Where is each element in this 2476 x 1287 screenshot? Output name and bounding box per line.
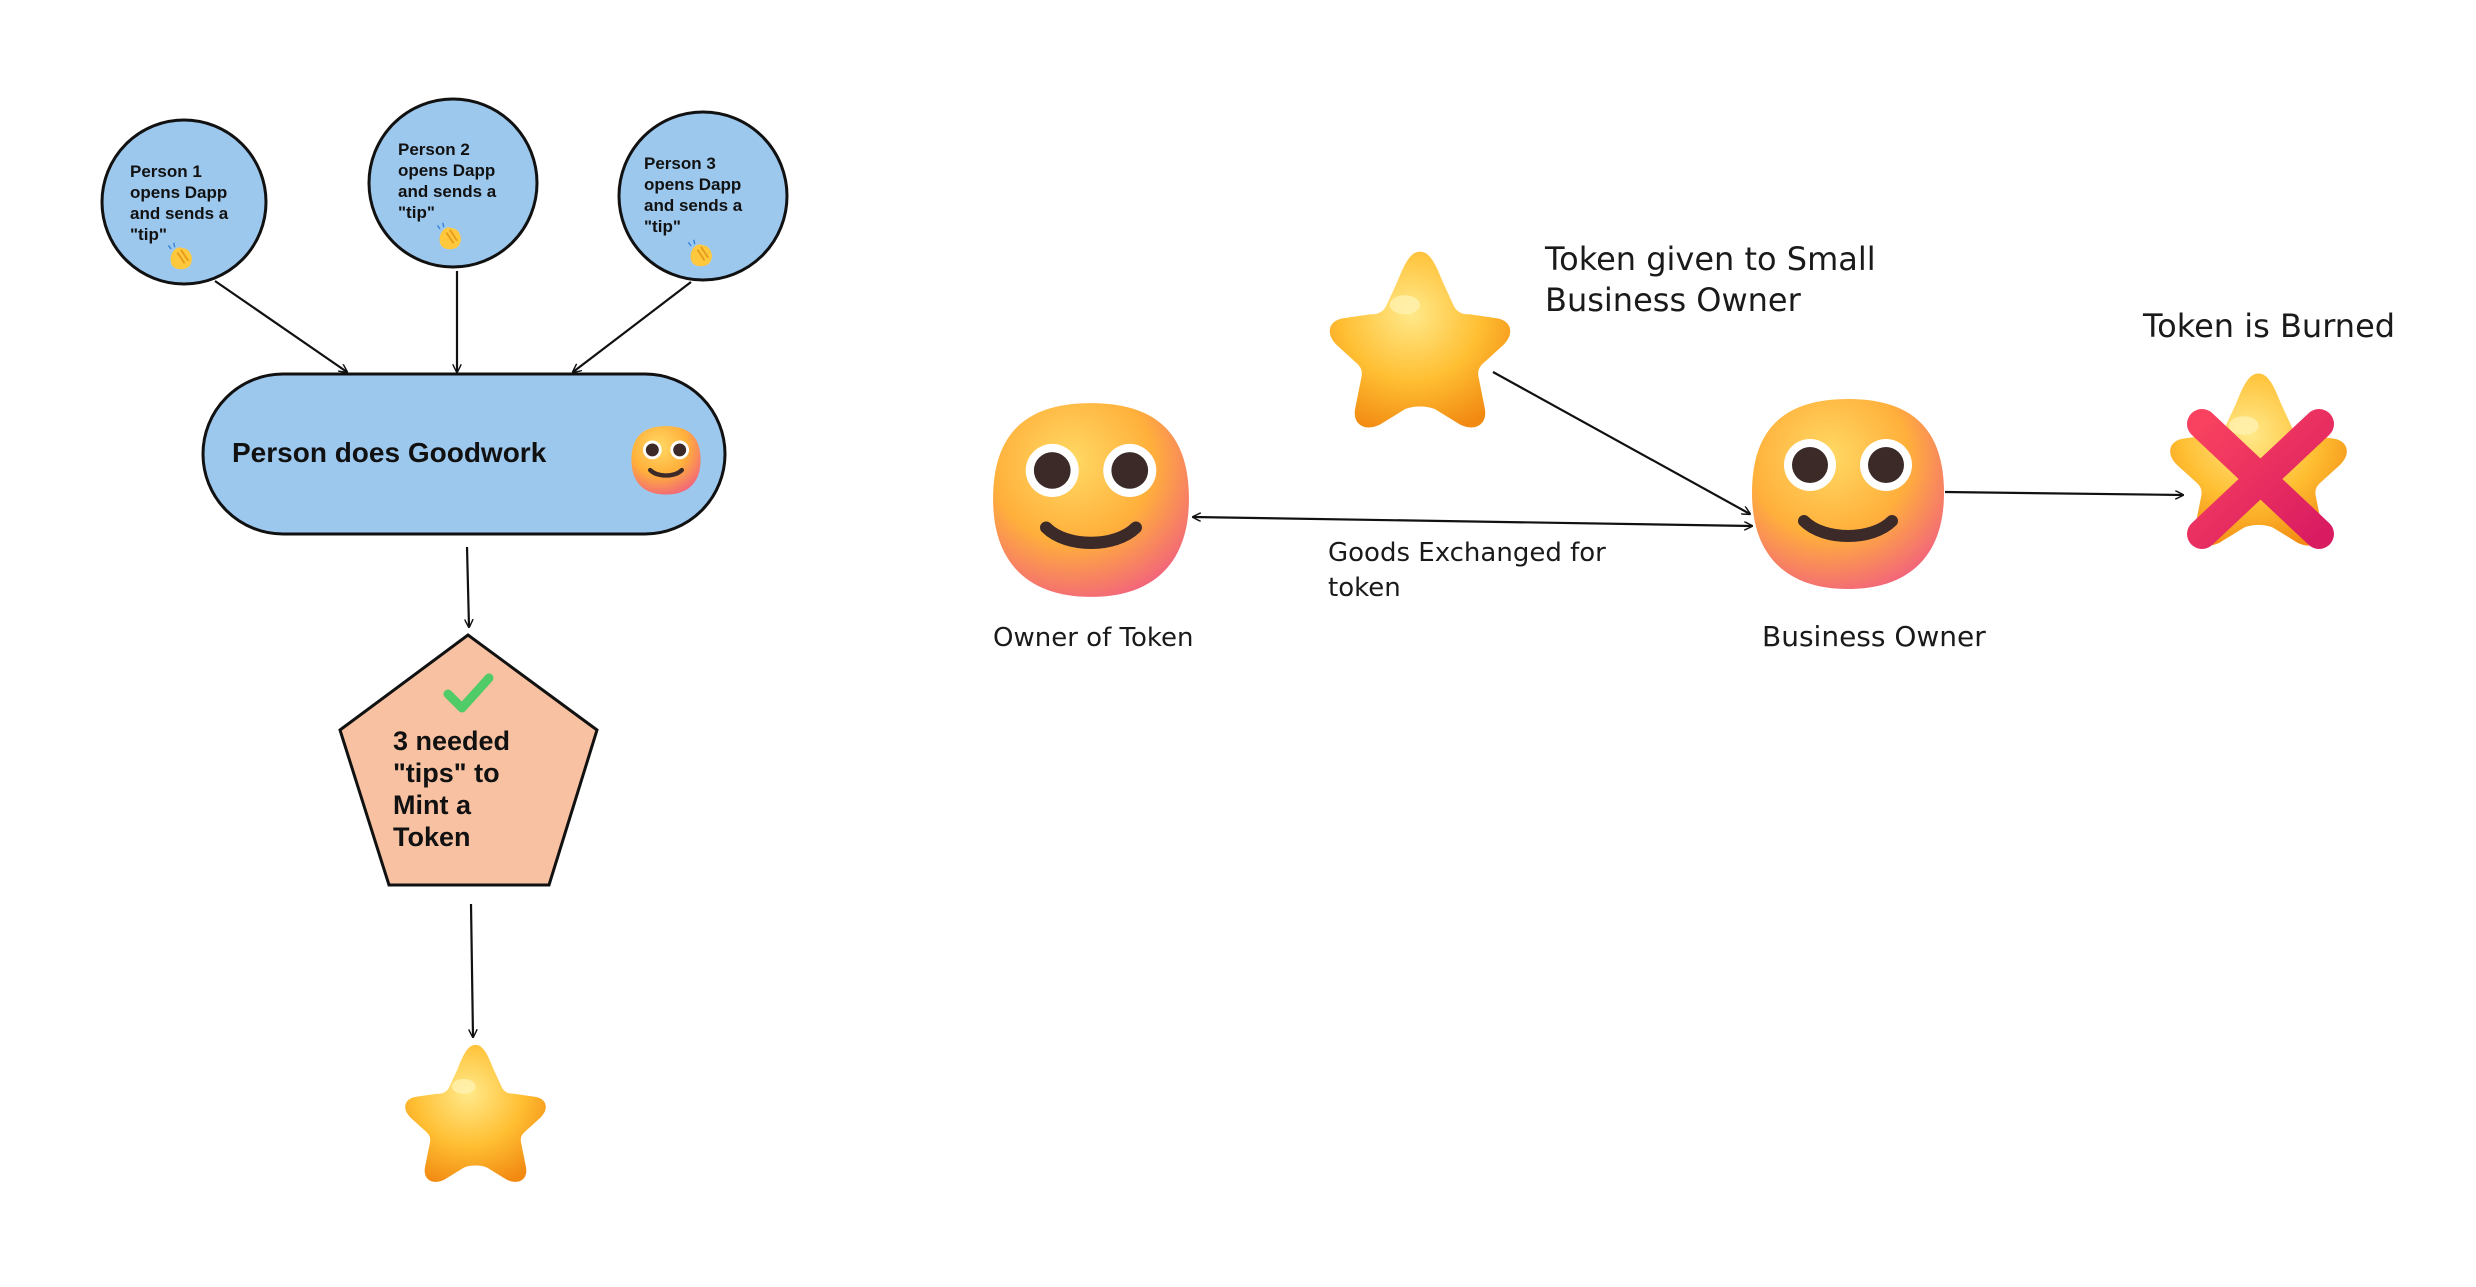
svg-text:Person 2: Person 2 (398, 140, 470, 159)
arrow-token-to-business (1492, 371, 1750, 514)
owner-of-token-label: Owner of Token (993, 623, 1193, 653)
svg-text:and sends a: and sends a (130, 204, 229, 223)
person1-node: Person 1 opens Dapp and sends a "tip" (100, 118, 268, 286)
svg-text:3 needed: 3 needed (393, 726, 510, 756)
svg-text:Token given to Small: Token given to Small (1544, 240, 1876, 278)
mint-line: Mint a (393, 790, 472, 820)
person2-line: opens Dapp (398, 161, 495, 180)
person2-line: and sends a (398, 182, 497, 201)
svg-text:Person 1: Person 1 (130, 162, 202, 181)
person1-line: and sends a (130, 204, 229, 223)
arrow-business-to-burn (1944, 492, 2183, 495)
mint-line: 3 needed (393, 726, 510, 756)
star-icon (405, 1044, 546, 1182)
business-owner-label: Business Owner (1762, 620, 1986, 653)
svg-text:and sends a: and sends a (398, 182, 497, 201)
person3-line: Person 3 (644, 154, 716, 173)
svg-text:opens Dapp: opens Dapp (130, 183, 227, 202)
smiling-face-icon (631, 426, 700, 494)
arrow-person3-to-goodwork (573, 281, 692, 372)
person3-line: "tip" (644, 217, 681, 236)
svg-text:"tip": "tip" (644, 217, 681, 236)
token-given-line: Token given to Small (1544, 240, 1876, 278)
svg-text:Business Owner: Business Owner (1545, 281, 1802, 319)
svg-text:"tip": "tip" (398, 203, 435, 222)
person3-line: and sends a (644, 196, 743, 215)
person1-line: Person 1 (130, 162, 202, 181)
cross-mark-icon (2187, 409, 2334, 549)
svg-text:Goods Exchanged for: Goods Exchanged for (1328, 538, 1606, 568)
goodwork-label: Person does Goodwork (232, 437, 547, 468)
arrow-goods-exchange (1193, 517, 1752, 526)
smiling-face-icon (1752, 399, 1944, 589)
person1-line: "tip" (130, 225, 167, 244)
person2-node: Person 2 opens Dapp and sends a "tip" (367, 97, 539, 269)
svg-text:"tips" to: "tips" to (393, 758, 500, 788)
svg-text:Mint a: Mint a (393, 790, 472, 820)
goods-exchanged-line: token (1328, 573, 1401, 603)
svg-text:Token: Token (393, 822, 471, 852)
goods-exchanged-line: Goods Exchanged for (1328, 538, 1606, 568)
mint-line: Token (393, 822, 471, 852)
mint-node: 3 needed "tips" to Mint a Token (338, 633, 599, 887)
check-mark-icon (443, 673, 494, 713)
svg-text:opens Dapp: opens Dapp (644, 175, 741, 194)
person2-line: "tip" (398, 203, 435, 222)
mint-line: "tips" to (393, 758, 500, 788)
svg-text:token: token (1328, 573, 1401, 603)
smiling-face-icon (993, 403, 1189, 597)
star-icon (1329, 251, 1511, 428)
person3-node: Person 3 opens Dapp and sends a "tip" (617, 110, 789, 282)
person3-line: opens Dapp (644, 175, 741, 194)
token-given-line: Business Owner (1545, 281, 1802, 319)
arrow-goodwork-to-mint (467, 546, 469, 627)
arrow-person1-to-goodwork (214, 280, 347, 372)
svg-text:"tip": "tip" (130, 225, 167, 244)
goodwork-node: Person does Goodwork (201, 372, 727, 536)
person1-line: opens Dapp (130, 183, 227, 202)
arrow-mint-to-token (471, 903, 473, 1037)
burned-token (2170, 373, 2347, 549)
person2-line: Person 2 (398, 140, 470, 159)
svg-text:opens Dapp: opens Dapp (398, 161, 495, 180)
token-burned-label: Token is Burned (2142, 307, 2395, 345)
svg-text:and sends a: and sends a (644, 196, 743, 215)
svg-text:Person 3: Person 3 (644, 154, 716, 173)
